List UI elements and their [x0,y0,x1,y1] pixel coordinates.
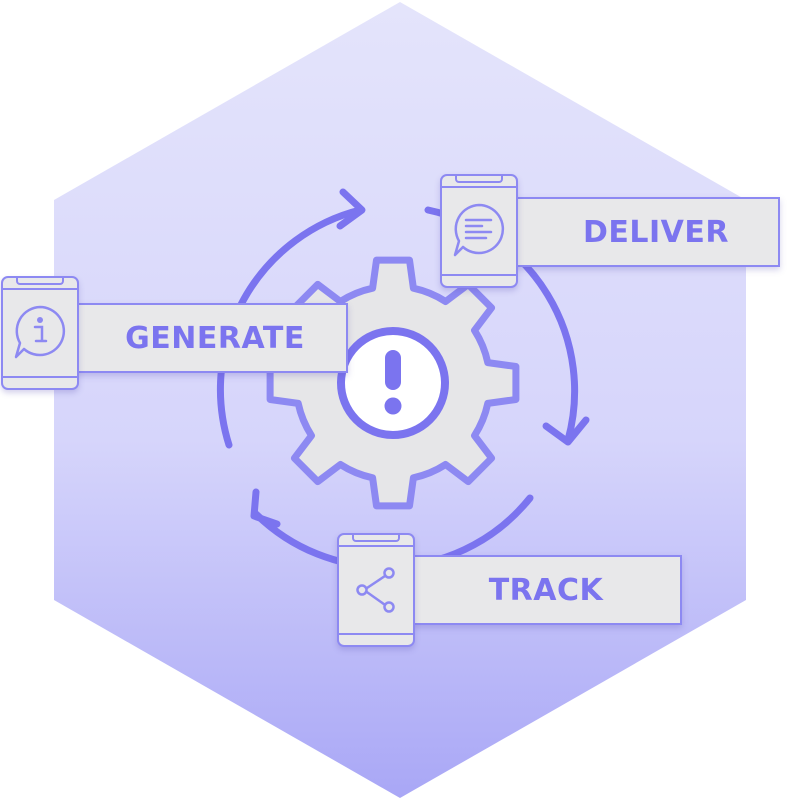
generate-phone [1,276,79,390]
arrow-head-right [542,416,590,446]
share-nodes-icon [356,567,395,613]
info-chat-bubble-icon [14,305,66,359]
deliver-label: DELIVER [583,214,729,250]
generate-label-box: GENERATE [72,303,348,373]
track-label-box: TRACK [410,555,682,625]
track-phone [337,533,415,647]
generate-label: GENERATE [125,320,305,356]
exclamation-gear-icon [266,256,520,510]
arrow-head-bottom [250,488,281,528]
arrow-arc-top-left [216,206,364,449]
track-label: TRACK [488,572,604,608]
deliver-phone [440,174,518,288]
message-chat-bubble-icon [453,203,505,257]
arrow-head-top-left [336,188,366,230]
deliver-label-box: DELIVER [512,197,780,267]
